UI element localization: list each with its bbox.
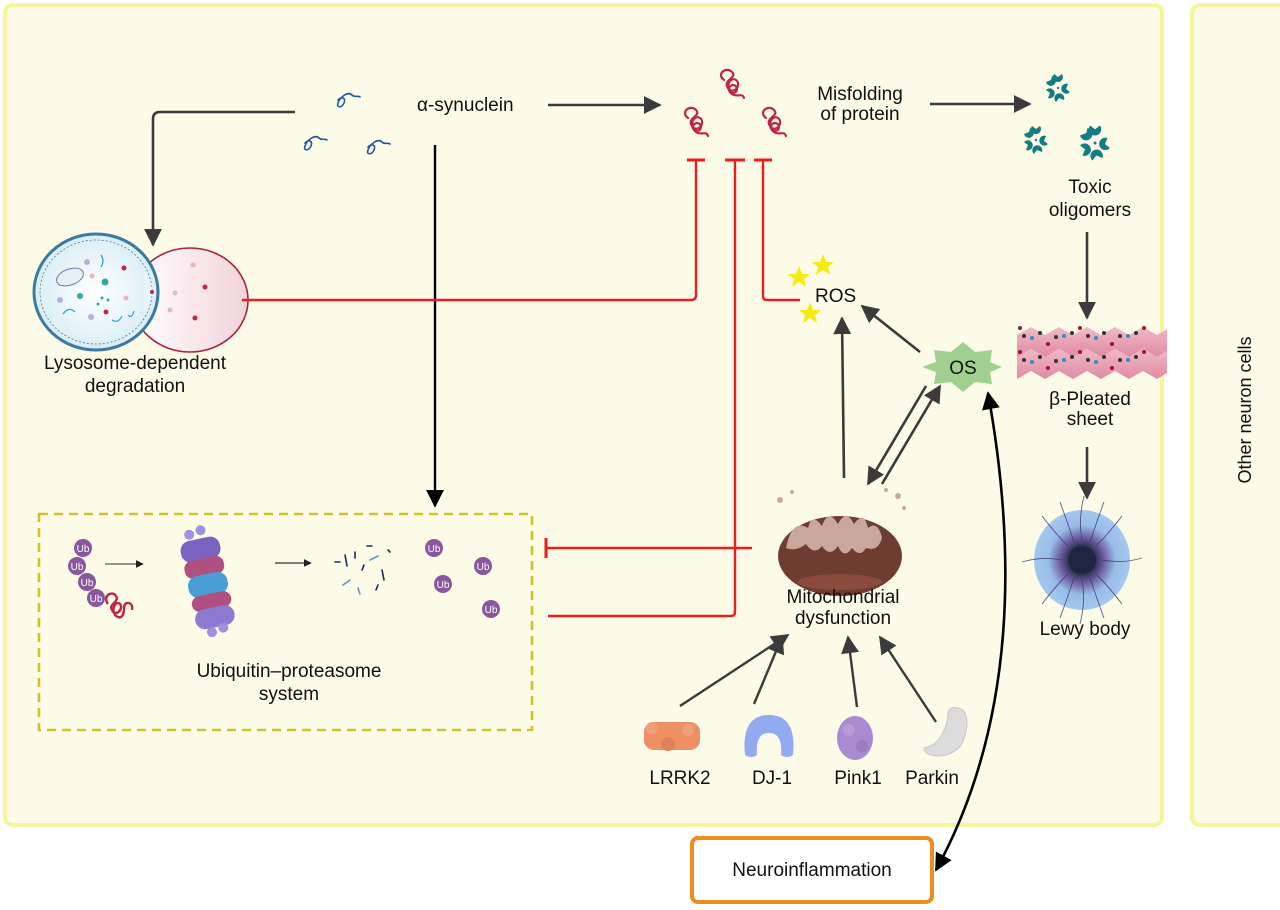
gene-label-pink1: Pink1 [834,768,882,789]
misfolding-label-line1: Misfolding [817,84,903,105]
other-cells-label: Other neuron cells [1235,336,1255,483]
mitochondrion-icon [777,488,906,596]
ups-label-line2: system [259,684,319,705]
mito-label-line2: dysfunction [795,608,891,629]
star-icon [788,254,834,323]
beta-sheet-label-line2: sheet [1067,409,1114,430]
ups-box [37,512,534,732]
oligomer-icon [1024,74,1110,161]
gene-label-parkin: Parkin [905,768,959,789]
alpha-synuclein-label: α-synuclein [417,95,514,116]
free-ubiquitin-icon: Ub Ub Ub Ub [425,539,500,618]
arrow-mito-to-os [880,384,942,485]
svg-text:Ub: Ub [477,562,490,573]
svg-text:Ub: Ub [81,578,94,589]
mito-label-line1: Mitochondrial [787,587,900,608]
arrow-pink1-to-mito [841,635,859,708]
arrow-os-to-mito [866,385,928,486]
neuroinflammation-box [690,836,934,904]
dj1-protein-icon [744,715,794,757]
arrow-mito-to-ros [833,316,852,479]
lewy-body-icon [1021,495,1143,625]
misfolded-protein-icon [683,68,788,138]
unfolded-protein-icon [303,92,391,155]
pink1-protein-icon [837,716,873,760]
arrow-os-neuroinflammation [934,391,1007,872]
lysosome-label-line1: Lysosome-dependent [44,353,227,374]
arrow-synuclein-to-lysosome [144,110,295,247]
svg-text:Ub: Ub [428,544,441,555]
arrow-parkin-to-mito [878,635,938,723]
proteasome-icon [180,525,235,638]
lrrk2-protein-icon [644,722,700,751]
os-label: OS [949,358,976,379]
lysosome-icon [32,232,249,353]
starburst-icon [922,342,1002,392]
inhibition-ros-to-misfolding [761,160,800,302]
svg-text:Ub: Ub [77,544,90,555]
toxic-oligomers-label-line2: oligomers [1049,200,1131,221]
ups-label-line1: Ubiquitin–proteasome [197,661,382,682]
beta-sheet-icon [1017,326,1167,379]
ros-label: ROS [815,286,856,307]
other-cells-panel [1190,3,1280,827]
toxic-oligomers-label-line1: Toxic [1068,177,1111,198]
svg-text:Ub: Ub [437,580,450,591]
gene-label-dj1: DJ-1 [752,768,792,789]
neuroinflammation-label: Neuroinflammation [732,860,891,881]
svg-text:Ub: Ub [485,605,498,616]
ub-chain-icon: Ub Ub Ub Ub [68,539,134,619]
lewy-body-label: Lewy body [1040,619,1131,640]
svg-text:Ub: Ub [90,594,103,605]
gene-label-lrrk2: LRRK2 [649,768,710,789]
lysosome-label-line2: degradation [85,376,185,397]
arrow-dj1-to-mito [752,635,785,705]
inhibition-ups-to-misfolding [548,160,737,618]
beta-sheet-label-line1: β-Pleated [1049,389,1131,410]
svg-text:Ub: Ub [71,562,84,573]
inhibition-lysosome-to-misfolding [242,160,698,302]
peptide-fragments-icon [334,545,391,595]
arrow-os-to-ros [860,304,921,354]
main-cell-panel [3,3,1164,827]
misfolding-label-line2: of protein [820,104,899,125]
